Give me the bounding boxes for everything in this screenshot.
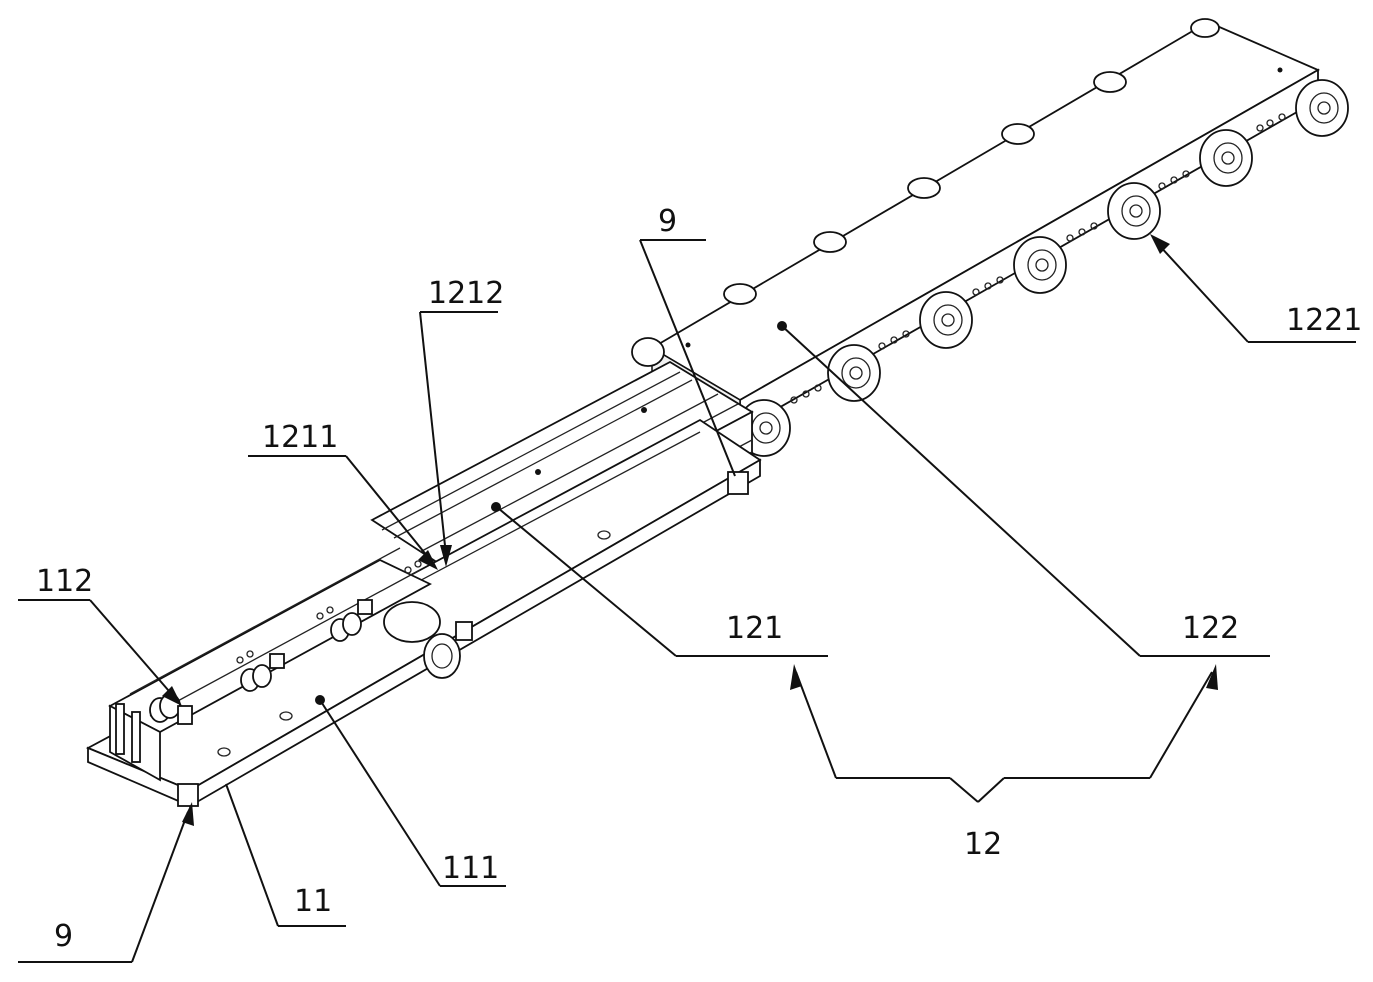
label-121: 121 [726,611,783,646]
label-112: 112 [36,564,93,599]
wheel [827,344,881,402]
label-1212: 1212 [428,276,504,311]
label-11: 11 [294,884,332,919]
label-122: 122 [1182,611,1239,646]
side-wheels [737,79,1349,457]
wheel [1013,236,1067,294]
label-12: 12 [964,827,1002,862]
callout-labels: 9 1212 1211 112 121 122 1221 12 111 11 9 [36,204,1362,954]
leader-lines [18,234,1356,963]
wheel [919,291,973,349]
label-9-top: 9 [658,204,677,239]
label-111: 111 [442,851,499,886]
label-1221: 1221 [1286,303,1362,338]
upper-conveyor-body [631,18,1321,432]
wheel [1295,79,1349,137]
wheel [1199,129,1253,187]
wheel [1107,182,1161,240]
label-1211: 1211 [262,420,338,455]
label-9-bottom: 9 [54,919,73,954]
side-bolts [790,113,1286,404]
